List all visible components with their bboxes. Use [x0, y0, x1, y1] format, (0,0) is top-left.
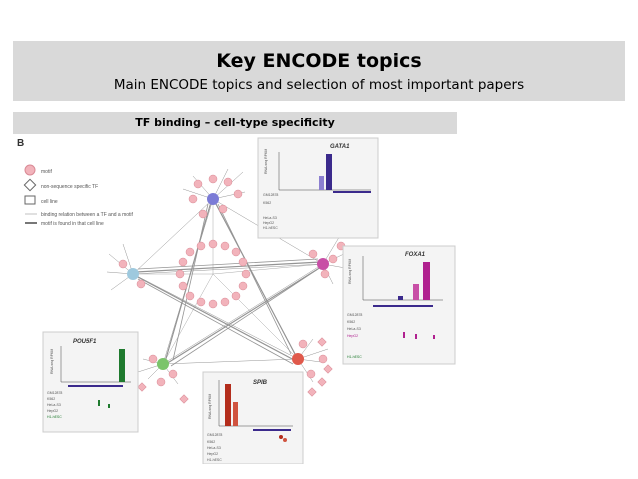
- spib-y-label: RNA-seq RPKM: [208, 394, 212, 419]
- pou5f1-bar: [119, 349, 125, 382]
- pou5f1-inset: POU5F1 GM12878 K562 HeLa-S3 HepG2 H1-hES…: [42, 331, 139, 433]
- pou5f1-cell-label: K562: [47, 397, 55, 401]
- legend-label: motif is found in that cell line: [41, 221, 104, 227]
- spib-cell-label: H1-hESC: [207, 458, 222, 462]
- slide-subtitle: Main ENCODE topics and selection of most…: [113, 77, 525, 93]
- gata1-hub-node: [207, 193, 219, 205]
- gata1-cell-label: K562: [263, 201, 271, 205]
- pou5f1-cell-label: HepG2: [47, 409, 58, 413]
- foxa1-bar: [413, 284, 419, 300]
- gata1-y-label: RNA-seq RPKM: [264, 149, 268, 174]
- gata1-cell-label: HepG2: [263, 221, 274, 225]
- foxa1-bar: [423, 262, 430, 300]
- pou5f1-cell-label: H1-hESC: [47, 415, 62, 419]
- square-legend-icon: [24, 195, 36, 205]
- spib-cell-label: HepG2: [207, 452, 218, 456]
- gata1-inset: GATA1 GM12878 K562 HeLa-S3 HepG2 H1-hESC…: [257, 137, 379, 239]
- gata1-cell-label: GM12878: [263, 193, 278, 197]
- spib-cell-label: K562: [207, 440, 215, 444]
- foxa1-gene-label: FOXA1: [405, 252, 426, 258]
- foxa1-cell-label: K562: [347, 320, 355, 324]
- spib-cell-label: GM12878: [207, 433, 222, 437]
- spib-bar: [233, 402, 238, 426]
- section-heading: TF binding – cell-type specificity: [135, 116, 335, 129]
- spib-track-mark: [279, 435, 283, 439]
- foxa1-y-label: RNA-seq RPKM: [348, 259, 352, 284]
- foxa1-hub-node: [317, 258, 329, 270]
- legend-label: binding relation between a TF and a moti…: [41, 212, 134, 218]
- gata1-bar: [319, 176, 324, 190]
- motif-clusters: [118, 174, 346, 387]
- legend-label: motif: [41, 169, 52, 175]
- gata1-cell-label: H1-hESC: [263, 226, 278, 230]
- legend-label: non-sequence specific TF: [41, 184, 98, 190]
- gata1-bar: [326, 154, 332, 190]
- motif-legend-icon: [24, 164, 36, 176]
- pou5f1-cell-label: HeLa-S3: [47, 403, 61, 407]
- pou5f1-hub-node: [157, 358, 169, 370]
- foxa1-bar: [398, 296, 403, 300]
- diamond-legend-icon: [23, 178, 37, 192]
- pou5f1-cell-label: GM12878: [47, 391, 62, 395]
- foxa1-track-mark: [433, 335, 435, 339]
- spib-track-mark: [283, 438, 287, 442]
- figure-legend: motif non-sequence specific TF cell line…: [23, 164, 134, 227]
- pou5f1-track-mark: [98, 400, 100, 406]
- pou5f1-track-mark: [108, 404, 110, 408]
- spib-inset: SPIB GM12878 K562 HeLa-S3 HepG2 H1-hESC …: [202, 371, 304, 465]
- gata1-inset-panel: [257, 137, 379, 239]
- foxa1-cell-label: HeLa-S3: [347, 327, 361, 331]
- network-figure: B motif non-sequence specific TF cell li…: [13, 134, 457, 465]
- foxa1-track-mark: [403, 332, 405, 338]
- cell-line-hub-node: [127, 268, 139, 280]
- foxa1-cell-label: HepG2: [347, 334, 358, 338]
- pou5f1-y-label: RNA-seq RPKM: [50, 349, 54, 374]
- panel-letter: B: [17, 138, 24, 149]
- spib-hub-node: [292, 353, 304, 365]
- spib-cell-label: HeLa-S3: [207, 446, 221, 450]
- foxa1-cell-label: H1-hESC: [347, 355, 362, 359]
- title-banner: Key ENCODE topics Main ENCODE topics and…: [13, 41, 625, 101]
- legend-label: cell line: [41, 199, 58, 205]
- gata1-cell-label: HeLa-S3: [263, 216, 277, 220]
- section-bar: TF binding – cell-type specificity: [13, 112, 457, 134]
- foxa1-inset: FOXA1 GM12878 K562 HeLa-S3 HepG2 H1-hESC…: [342, 245, 456, 365]
- network-figure-svg: B motif non-sequence specific TF cell li…: [17, 137, 456, 465]
- pou5f1-gene-label: POU5F1: [73, 339, 97, 345]
- spib-bar: [225, 384, 231, 426]
- motif-ring: [175, 239, 251, 309]
- tf-diamond-nodes: [137, 337, 333, 404]
- foxa1-track-mark: [415, 334, 417, 339]
- gata1-gene-label: GATA1: [330, 144, 350, 150]
- slide-title: Key ENCODE topics: [216, 50, 422, 72]
- spib-gene-label: SPIB: [253, 380, 268, 386]
- foxa1-cell-label: GM12878: [347, 313, 362, 317]
